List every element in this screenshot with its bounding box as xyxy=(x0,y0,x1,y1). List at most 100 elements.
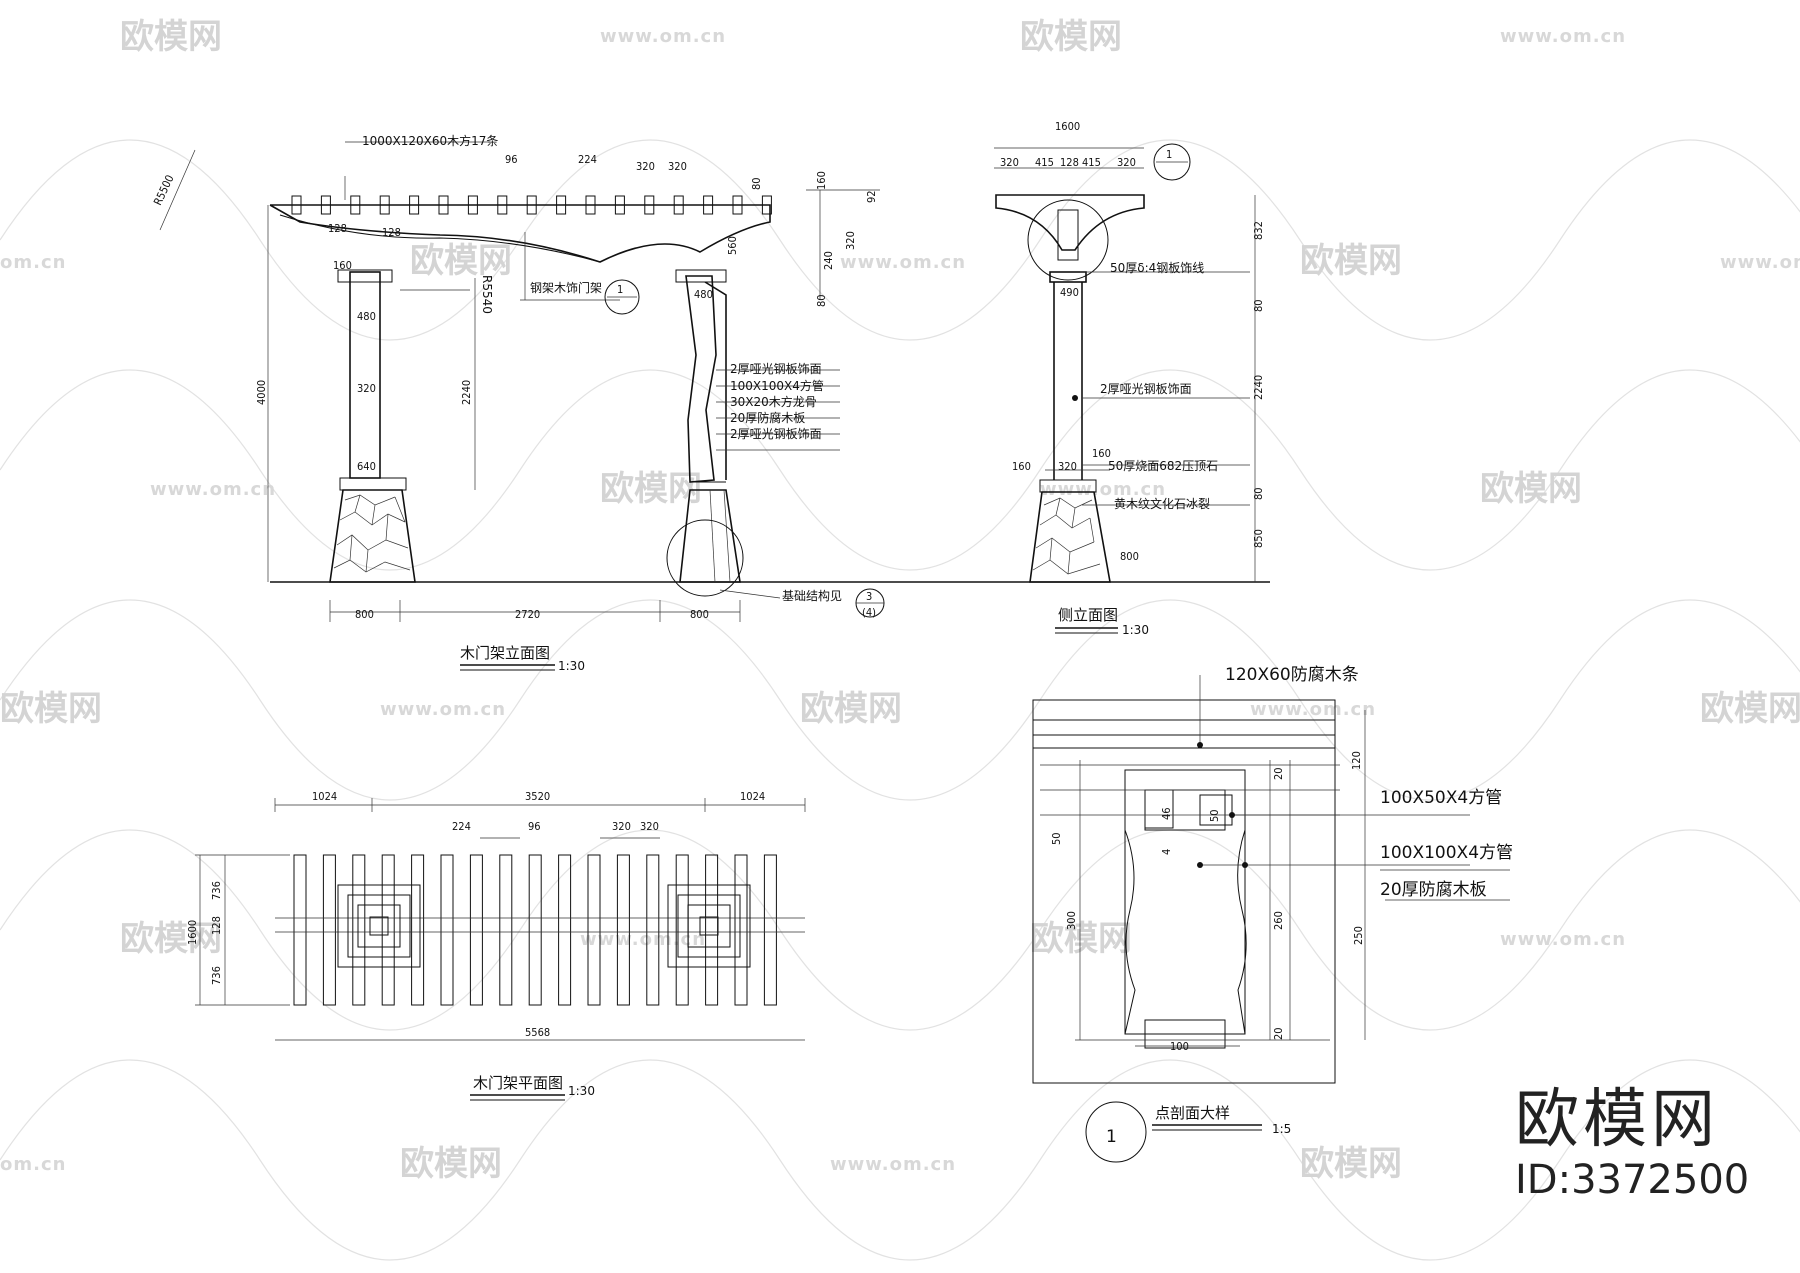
watermark-url: www.om.cn xyxy=(1040,479,1166,500)
dim: 260 xyxy=(1272,911,1285,930)
dim: 50 xyxy=(1208,809,1221,822)
dim: 320 xyxy=(1058,460,1077,473)
detail-ref-note: 基础结构见 xyxy=(782,588,842,603)
dim: 300 xyxy=(1065,911,1078,930)
detail-number: 1 xyxy=(1106,1127,1117,1147)
dim: 832 xyxy=(1252,221,1265,240)
plan-slat xyxy=(646,854,660,1006)
side-note: 黄木纹文化石冰裂 xyxy=(1114,496,1210,511)
beam-note: 1000X120X60木方17条 xyxy=(362,133,498,148)
watermark-logo: 欧模网 xyxy=(1480,469,1582,509)
dim: 120 xyxy=(1350,751,1363,770)
side-callout-number: 1 xyxy=(1166,148,1172,161)
side-title: 侧立面图 xyxy=(1058,606,1118,624)
dim: 240 xyxy=(822,251,835,270)
plan-slat xyxy=(440,854,454,1006)
section-detail-drawing: 120X60防腐木条 100X50X4方管 100X100X4方管 20厚防腐木… xyxy=(1032,665,1513,1163)
watermark-logo: 欧模网 xyxy=(120,919,222,959)
dim: 80 xyxy=(1252,299,1265,312)
dim: 320 xyxy=(612,820,631,833)
side-note: 2厚哑光钢板饰面 xyxy=(1100,382,1192,396)
watermark-logo: 欧模网 xyxy=(400,1144,502,1184)
dim: 415 xyxy=(1082,156,1101,169)
detail-note: 100X100X4方管 xyxy=(1380,843,1513,863)
plan-slat xyxy=(499,854,513,1006)
watermark-url: www.om.cn xyxy=(150,479,276,500)
dim: 320 xyxy=(668,160,687,173)
dim: 80 xyxy=(815,294,828,307)
dim: 4000 xyxy=(255,380,268,405)
watermark-url: www.om.cn xyxy=(840,252,966,273)
elevation-title: 木门架立面图 xyxy=(460,644,550,662)
side-scale: 1:30 xyxy=(1122,623,1149,637)
watermark-url: www.om.cn xyxy=(1720,252,1800,273)
elevation-scale: 1:30 xyxy=(558,659,585,673)
dim: 96 xyxy=(505,153,518,166)
layer-note: 100X100X4方管 xyxy=(730,378,824,393)
dim: 736 xyxy=(210,881,223,900)
watermark-logo: 欧模网 xyxy=(1300,241,1402,281)
dim: 2720 xyxy=(515,608,540,621)
watermark-logo: 欧模网 xyxy=(1300,1144,1402,1184)
dim: 480 xyxy=(694,288,713,301)
plan-title: 木门架平面图 xyxy=(473,1074,563,1092)
watermark-url: www.om.cn xyxy=(1500,26,1626,47)
watermark-logo: 欧模网 xyxy=(800,689,902,729)
dim: 128 xyxy=(328,222,347,235)
detail-number: 3 xyxy=(866,590,872,603)
side-elevation-drawing: 1600 320 415 128 415 320 1 832 80 2240 8… xyxy=(994,120,1265,637)
plan-slat xyxy=(528,854,542,1006)
dim: 490 xyxy=(1060,286,1079,299)
plan-slat xyxy=(469,854,483,1006)
detail-note: 20厚防腐木板 xyxy=(1380,880,1487,900)
watermark-logo: 欧模网 xyxy=(0,689,102,729)
dim: 20 xyxy=(1272,767,1285,780)
detail-sheet: (4) xyxy=(862,606,876,619)
layer-note: 2厚哑光钢板饰面 xyxy=(730,362,822,376)
dim: 320 xyxy=(844,231,857,250)
layer-note: 20厚防腐木板 xyxy=(730,410,805,425)
dim: 800 xyxy=(355,608,374,621)
dim: 3520 xyxy=(525,790,550,803)
dim: 128 xyxy=(382,226,401,239)
plan-slat xyxy=(587,854,601,1006)
dim: 2240 xyxy=(460,380,473,405)
dim: 250 xyxy=(1352,926,1365,945)
dim: 320 xyxy=(640,820,659,833)
callout-number: 1 xyxy=(617,283,623,296)
plan-slat xyxy=(705,854,719,1006)
dim: 46 xyxy=(1160,807,1173,820)
dim: 560 xyxy=(726,236,739,255)
side-note: 50厚烧面682压顶石 xyxy=(1108,459,1218,473)
plan-slat xyxy=(616,854,630,1006)
dim: 320 xyxy=(636,160,655,173)
watermark-url: om.cn xyxy=(0,1154,66,1175)
dim: 480 xyxy=(357,310,376,323)
watermark-logo: 欧模网 xyxy=(1020,17,1122,57)
dim: 160 xyxy=(333,259,352,272)
dim: 1600 xyxy=(1055,120,1080,133)
dim: 850 xyxy=(1252,529,1265,548)
dim: 224 xyxy=(452,820,471,833)
watermark-logos: 欧模网 www.om.cn 欧模网 www.om.cn om.cn 欧模网 ww… xyxy=(0,17,1800,1184)
dim: 92 xyxy=(865,190,878,203)
dim: 640 xyxy=(357,460,376,473)
dim: 320 xyxy=(1000,156,1019,169)
dim: 1600 xyxy=(186,920,199,945)
dim: 128 xyxy=(1060,156,1079,169)
dim: 160 xyxy=(815,171,828,190)
plan-scale: 1:30 xyxy=(568,1084,595,1098)
dim: 80 xyxy=(1252,487,1265,500)
brand-block: 欧模网 ID:3372500 xyxy=(1515,1085,1775,1205)
detail-note: 100X50X4方管 xyxy=(1380,788,1502,808)
watermark-url: www.om.cn xyxy=(600,26,726,47)
elevation-drawing: 1000X120X60木方17条 R5500 R5540 钢架木饰门架 1 基础… xyxy=(151,133,1270,673)
dim: 5568 xyxy=(525,1026,550,1039)
dim: 224 xyxy=(578,153,597,166)
watermark-url: www.om.cn xyxy=(580,929,706,950)
dim: 160 xyxy=(1092,447,1111,460)
watermark-logo: 欧模网 xyxy=(410,241,512,281)
dim: 2240 xyxy=(1252,375,1265,400)
plan-slat xyxy=(411,854,425,1006)
dim: 100 xyxy=(1170,1040,1189,1053)
